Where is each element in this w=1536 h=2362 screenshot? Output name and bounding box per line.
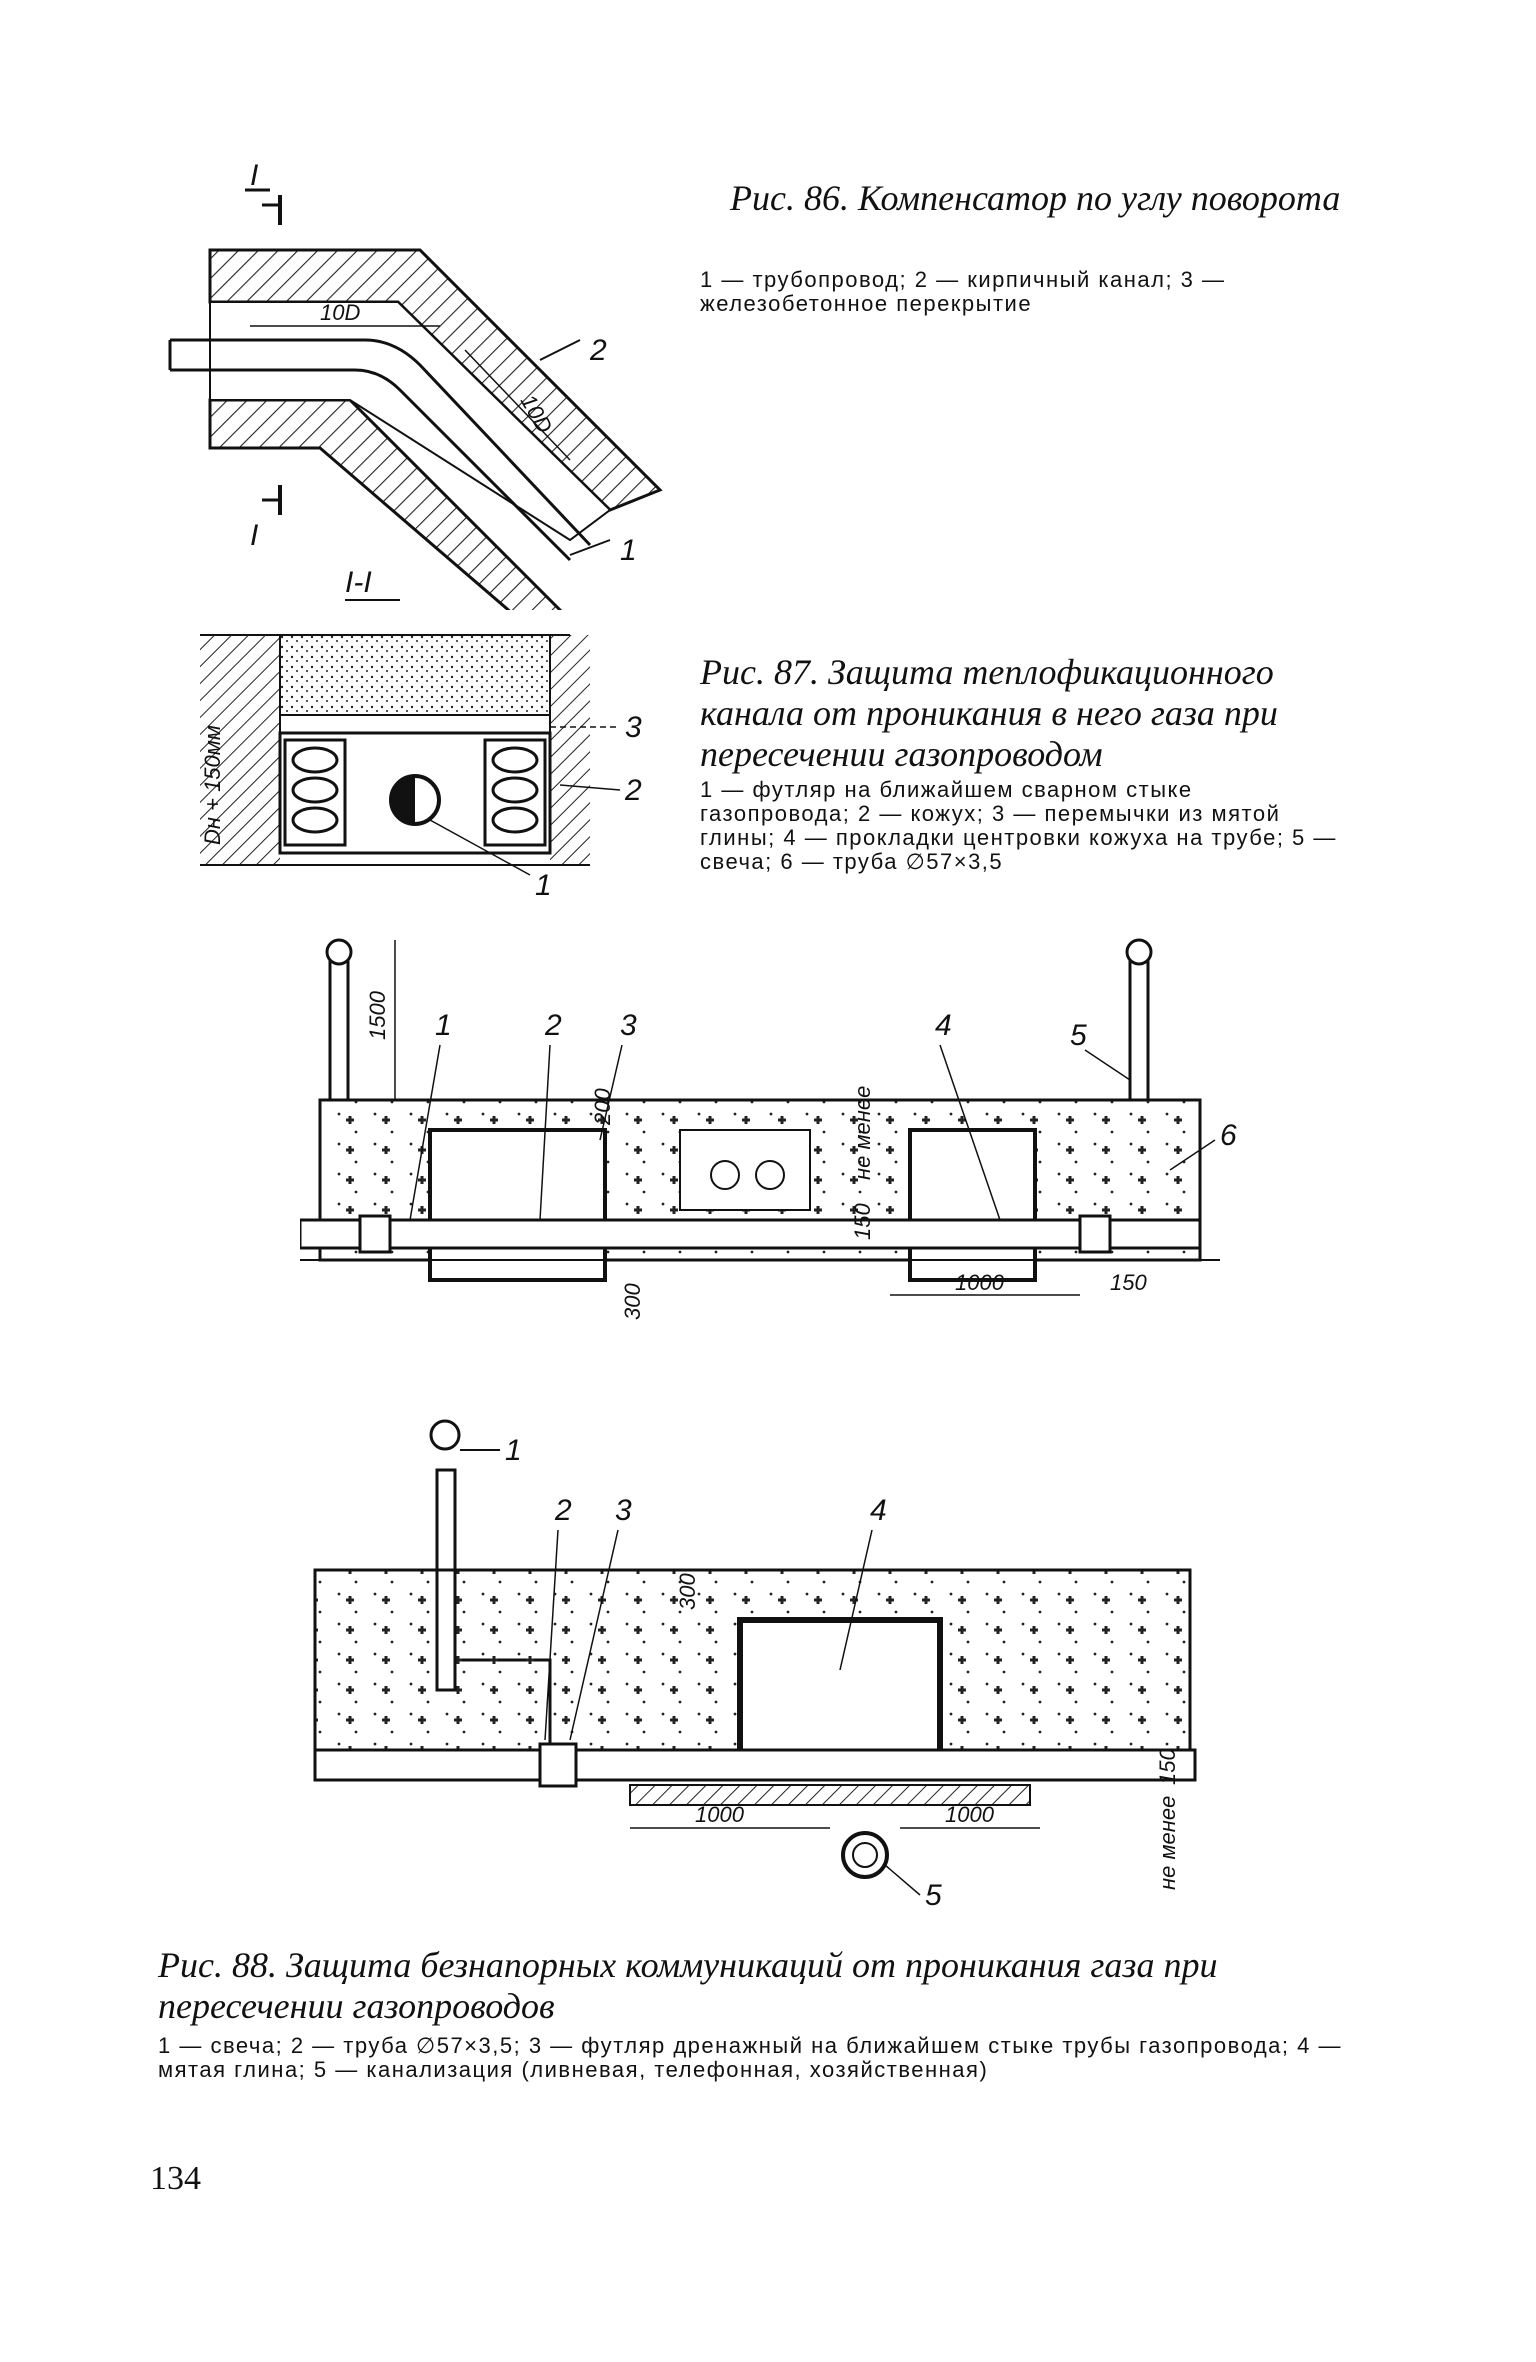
fig87-section-drawing: 3 2 1 Dн + 150мм [200, 634, 642, 902]
label-1: 1 [505, 1434, 522, 1467]
dim-10d-horizontal: 10D [320, 300, 360, 325]
fig88-legend: 1 — свеча; 2 — труба ∅57×3,5; 3 — футляр… [158, 2033, 1342, 2082]
dim-1000b: 1000 [945, 1802, 995, 1827]
label-3: 3 [625, 711, 642, 744]
dim-150: 150 [1155, 1748, 1180, 1785]
label-4: 4 [935, 1009, 952, 1042]
section-marker-top: I [250, 160, 258, 192]
fig87-title: Рис. 87. Защита теплофикационного канала… [700, 652, 1278, 774]
fig88-drawing: 1 1000 1000 300 150 не менее 2 3 4 5 [313, 1419, 1197, 1910]
dim-1000: 1000 [955, 1270, 1005, 1295]
page-number: 134 [150, 2160, 201, 2197]
label-1: 1 [535, 869, 552, 902]
dim-not-less: не менее [1155, 1796, 1180, 1890]
label-3: 3 [615, 1494, 632, 1527]
section-name: I-I [345, 566, 372, 599]
label-2: 2 [589, 334, 607, 367]
label-6: 6 [1220, 1119, 1237, 1152]
fig86-drawing: I 10D 10D 2 1 I I-I [168, 160, 663, 610]
dim-150: 150 [850, 1203, 875, 1240]
fig86-legend: 1 — трубопровод; 2 — кирпичный канал; 3 … [700, 267, 1226, 316]
fig87-legend: 1 — футляр на ближайшем сварном стыке га… [700, 777, 1337, 874]
section-marker-bottom: I [250, 519, 258, 552]
dim-not-less: не менее [850, 1086, 875, 1180]
label-5: 5 [925, 1879, 942, 1910]
label-2: 2 [544, 1009, 562, 1042]
label-1: 1 [620, 534, 637, 567]
label-3: 3 [620, 1009, 637, 1042]
label-5: 5 [1070, 1019, 1087, 1052]
dim-1000a: 1000 [695, 1802, 745, 1827]
dim-300: 300 [620, 1283, 645, 1320]
label-1: 1 [435, 1009, 452, 1042]
dim-150b: 150 [1110, 1270, 1147, 1295]
dim-300: 300 [675, 1573, 700, 1610]
label-2: 2 [624, 774, 642, 807]
dim-1500: 1500 [365, 990, 390, 1040]
label-4: 4 [870, 1494, 887, 1527]
label-2: 2 [554, 1494, 572, 1527]
fig86-title: Рис. 86. Компенсатор по углу поворота [730, 178, 1341, 218]
dim-vertical: Dн + 150мм [200, 725, 225, 845]
fig87-long-drawing: 1500 200 150 не менее 300 1000 150 1 2 3… [300, 938, 1237, 1320]
fig88-title: Рис. 88. Защита безнапорных коммуникаций… [158, 1945, 1218, 2026]
